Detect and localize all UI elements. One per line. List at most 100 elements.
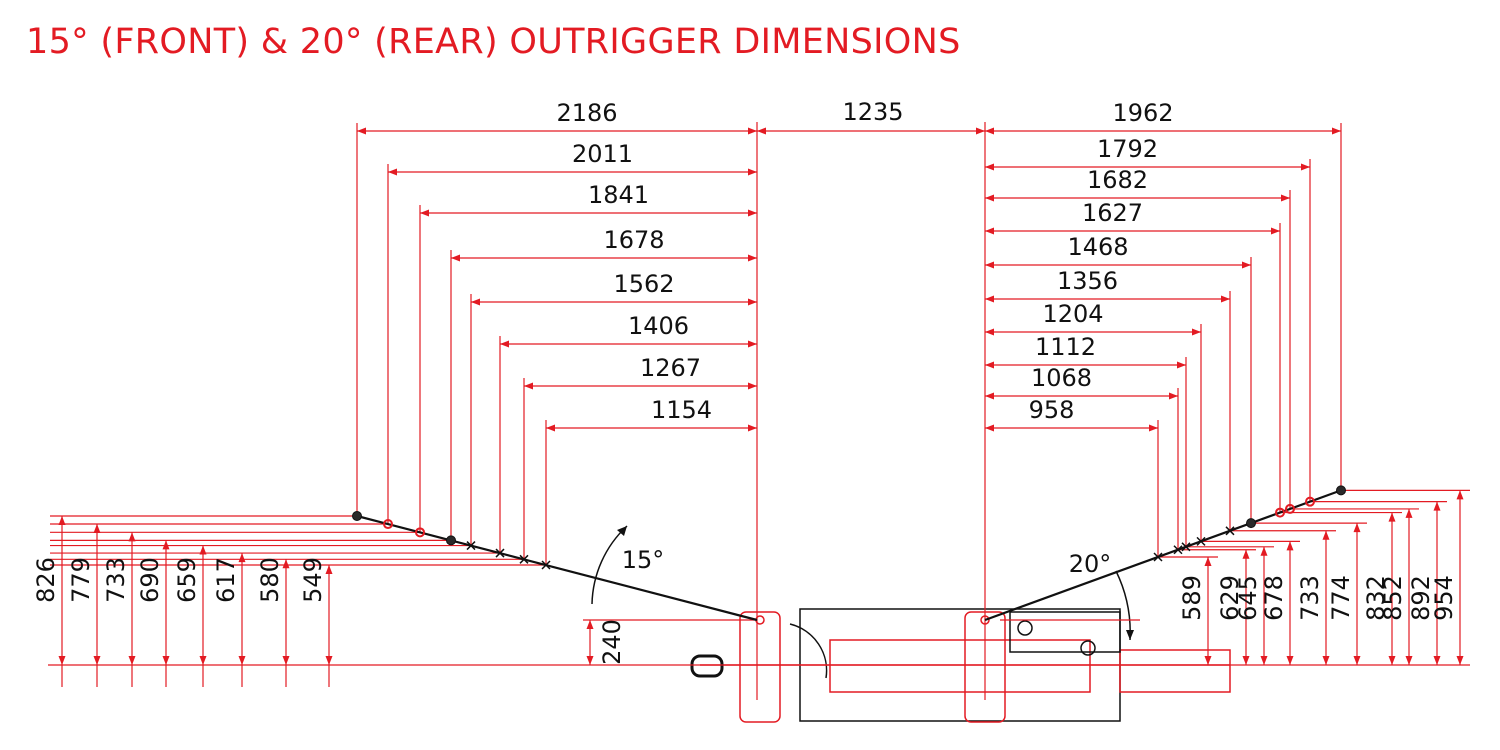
cross-stroke <box>1173 545 1183 555</box>
rear-horizontal-dim-label: 1068 <box>1031 364 1092 392</box>
front-vertical-dim-label: 580 <box>256 557 284 603</box>
rear-vertical-dim-label: 629 <box>1216 575 1244 621</box>
arrowhead <box>282 656 290 665</box>
arrowhead <box>1456 656 1464 665</box>
arrowhead <box>985 361 994 369</box>
front-vertical-dim-label: 549 <box>299 557 327 603</box>
arrowhead <box>985 227 994 235</box>
rear-outrigger-leg <box>984 488 1343 622</box>
arrowhead <box>93 656 101 665</box>
point-marker <box>1246 518 1256 529</box>
arrowhead <box>748 298 757 306</box>
front-angle-label: 15° <box>622 546 665 574</box>
point-marker <box>1336 485 1346 496</box>
arrowhead <box>1301 163 1310 171</box>
cross-stroke <box>466 541 476 551</box>
arrowhead <box>1242 549 1250 559</box>
arrowhead <box>1177 361 1186 369</box>
arrowhead <box>325 565 333 574</box>
rear-horizontal-dim-label: 1356 <box>1057 267 1118 295</box>
arrowhead <box>1405 508 1413 518</box>
arrowhead <box>58 656 66 665</box>
arrowhead <box>420 209 429 217</box>
arrowhead <box>471 298 480 306</box>
cross-marker <box>1181 542 1191 552</box>
front-pivot-height-label: 240 <box>598 619 626 665</box>
arrowhead <box>1286 541 1294 551</box>
rear-horizontal-dim-label: 1627 <box>1082 199 1143 227</box>
rear-horizontal-dim-label: 1962 <box>1112 99 1173 127</box>
arrowhead <box>238 656 246 665</box>
front-vertical-dim-label: 617 <box>212 557 240 603</box>
front-vertical-dim-label: 733 <box>102 557 130 603</box>
page-title: 15° (FRONT) & 20° (REAR) OUTRIGGER DIMEN… <box>26 22 961 62</box>
rear-vertical-dim-label: 892 <box>1407 575 1435 621</box>
front-vertical-dim-label: 779 <box>67 557 95 603</box>
cross-marker <box>519 554 529 564</box>
rear-horizontal-dim-label: 1682 <box>1087 166 1148 194</box>
arrowhead <box>1149 424 1158 432</box>
rear-horizontal-dim-label: 1204 <box>1042 300 1103 328</box>
hydraulic-reservoir <box>1080 640 1096 656</box>
arrowhead <box>748 127 757 135</box>
cross-marker <box>1225 526 1235 536</box>
winch-drum <box>1017 620 1033 636</box>
arrowhead <box>1126 630 1134 640</box>
rear-vertical-dim-label: 852 <box>1379 575 1407 621</box>
front-vertical-dim-label: 690 <box>136 557 164 603</box>
arrowhead <box>1204 557 1212 567</box>
point-marker <box>1305 496 1315 507</box>
front-horizontal-dim-label: 2011 <box>572 140 633 168</box>
arrowhead <box>1192 328 1201 336</box>
cross-marker <box>466 541 476 551</box>
front-horizontal-dim-label: 2186 <box>556 99 617 127</box>
rear-vertical-dim-label: 832 <box>1362 575 1390 621</box>
turret-ring <box>789 623 828 679</box>
front-horizontal-dim-label: 1562 <box>613 270 674 298</box>
arrowhead <box>1322 530 1330 540</box>
arrowhead <box>985 392 994 400</box>
arrowhead <box>1456 490 1464 500</box>
arrowhead <box>1332 127 1341 135</box>
rear-vertical-dim-label: 954 <box>1430 575 1458 621</box>
front-vertical-dim-label: 826 <box>32 557 60 603</box>
arrowhead <box>1433 656 1441 665</box>
rear-angle-arc <box>1115 570 1131 641</box>
arrowhead <box>617 526 627 536</box>
front-horizontal-dim-label: 1406 <box>628 312 689 340</box>
arrowhead <box>1353 656 1361 665</box>
rear-vertical-dim-label: 645 <box>1234 575 1262 621</box>
arrowhead <box>524 382 533 390</box>
arrowhead <box>985 163 994 171</box>
arrowhead <box>1242 261 1251 269</box>
arrowhead <box>451 254 460 262</box>
arrowhead <box>282 559 290 569</box>
point-marker <box>1285 503 1295 514</box>
rear-vertical-dim-label: 678 <box>1260 575 1288 621</box>
arrowhead <box>58 516 66 525</box>
arrowhead <box>128 656 136 665</box>
arrowhead <box>985 424 994 432</box>
arrowhead <box>199 545 207 555</box>
arrowhead <box>1388 656 1396 665</box>
dimension-labels: 2186826201177918417331678690156265914066… <box>32 98 1458 665</box>
arrowhead <box>985 127 994 135</box>
outrigger-legs <box>352 485 1346 622</box>
arrowhead <box>1322 656 1330 665</box>
front-vertical-dim-label: 659 <box>173 557 201 603</box>
arrowhead <box>1286 656 1294 665</box>
arrowhead <box>1271 227 1280 235</box>
arrowhead <box>1169 392 1178 400</box>
arrowhead <box>1221 295 1230 303</box>
cross-marker <box>1173 545 1183 555</box>
rear-vertical-dim-label: 589 <box>1178 575 1206 621</box>
arrowhead <box>1204 656 1212 665</box>
point-marker <box>446 535 456 546</box>
rear-angle-label: 20° <box>1069 550 1112 578</box>
center-width-label: 1235 <box>842 98 903 126</box>
arrowhead <box>586 656 594 665</box>
arrowhead <box>748 254 757 262</box>
front-horizontal-dim-label: 1154 <box>651 396 712 424</box>
arrowhead <box>985 261 994 269</box>
arrowhead <box>748 340 757 348</box>
